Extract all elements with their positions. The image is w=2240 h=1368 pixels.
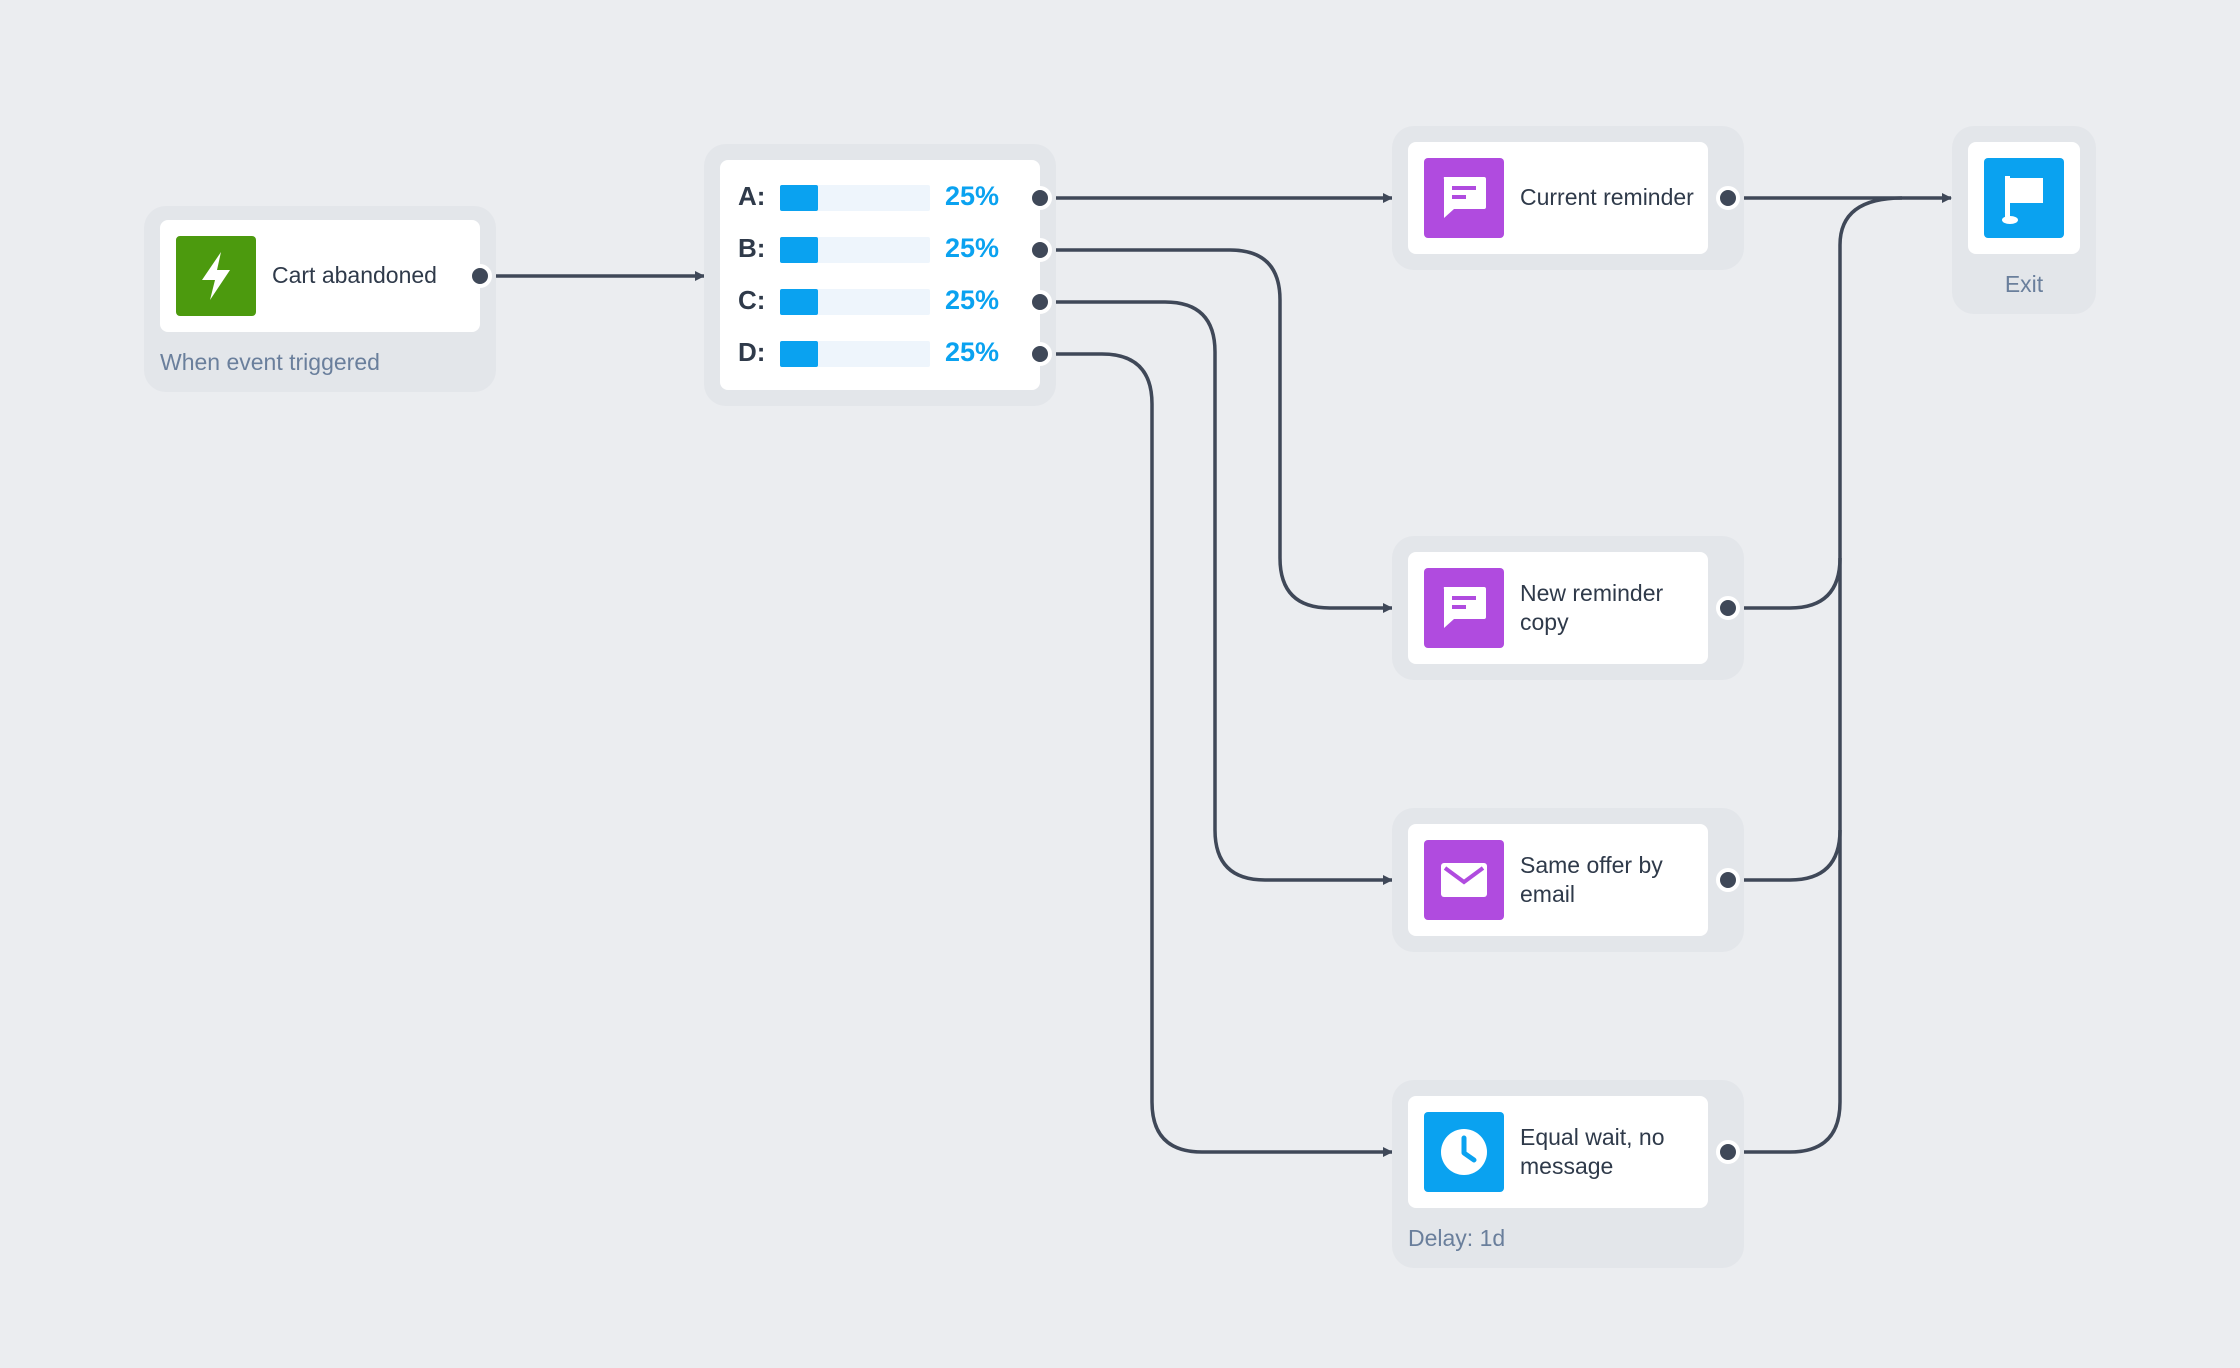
split-card[interactable]: A: 25% B: 25% C: 25% D: 25%: [720, 160, 1040, 390]
email-offer-node[interactable]: Same offer by email: [1392, 808, 1744, 952]
split-branch-percent: 25%: [945, 337, 1000, 367]
current-reminder-title: Current reminder: [1520, 184, 1694, 210]
wait-title-line1: Equal wait, no: [1520, 1124, 1665, 1150]
envelope-icon: [1424, 840, 1504, 920]
trigger-output-port[interactable]: [468, 264, 492, 288]
wire-email-merge: [1740, 829, 1842, 882]
trigger-title: Cart abandoned: [272, 262, 437, 288]
email-offer-card[interactable]: Same offer by email: [1408, 824, 1708, 936]
split-bar-track: [780, 185, 930, 211]
trigger-card[interactable]: Cart abandoned: [160, 220, 480, 332]
split-branch-percent: 25%: [945, 285, 1000, 315]
new-reminder-title-line1: New reminder: [1520, 580, 1664, 606]
wire-merge-trunk: [1740, 196, 1903, 1154]
email-offer-output-port[interactable]: [1716, 868, 1740, 892]
new-reminder-card[interactable]: New reminder copy: [1408, 552, 1708, 664]
split-bar-track: [780, 237, 930, 263]
wait-node[interactable]: Equal wait, no message Delay: 1d: [1392, 1080, 1744, 1268]
exit-node[interactable]: Exit: [1952, 126, 2096, 314]
split-bar-track: [780, 289, 930, 315]
split-branch-letter: D:: [738, 337, 766, 367]
split-branch-a[interactable]: A: 25%: [720, 175, 1040, 215]
split-bar-fill: [780, 289, 818, 315]
chat-message-icon: [1424, 568, 1504, 648]
split-output-port-a[interactable]: [1028, 186, 1052, 210]
flag-icon: [1984, 158, 2064, 238]
wire-b-to-new-reminder: [1040, 248, 1393, 613]
new-reminder-output-port[interactable]: [1716, 596, 1740, 620]
wait-output-port[interactable]: [1716, 1140, 1740, 1164]
current-reminder-node[interactable]: Current reminder: [1392, 126, 1744, 270]
email-offer-title-line1: Same offer by: [1520, 852, 1663, 878]
split-bar-track: [780, 341, 930, 367]
split-bar-fill: [780, 237, 818, 263]
split-output-port-b[interactable]: [1028, 238, 1052, 262]
wire-new-reminder-merge: [1740, 557, 1842, 610]
lightning-icon: [176, 236, 256, 316]
clock-icon: [1424, 1112, 1504, 1192]
wait-delay-label: Delay: 1d: [1408, 1225, 1506, 1251]
split-branch-d[interactable]: D: 25%: [720, 331, 1040, 371]
chat-message-icon: [1424, 158, 1504, 238]
trigger-node[interactable]: Cart abandoned When event triggered: [144, 206, 496, 392]
wait-card[interactable]: Equal wait, no message: [1408, 1096, 1708, 1208]
split-bar-fill: [780, 185, 818, 211]
split-node[interactable]: A: 25% B: 25% C: 25% D: 25%: [704, 144, 1056, 406]
split-branch-c[interactable]: C: 25%: [720, 279, 1040, 319]
email-offer-title-line2: email: [1520, 881, 1575, 907]
split-branch-letter: A:: [738, 181, 766, 211]
split-branch-percent: 25%: [945, 233, 1000, 263]
split-output-port-d[interactable]: [1028, 342, 1052, 366]
split-branch-letter: B:: [738, 233, 766, 263]
split-branch-percent: 25%: [945, 181, 1000, 211]
new-reminder-node[interactable]: New reminder copy: [1392, 536, 1744, 680]
exit-label: Exit: [2004, 271, 2044, 297]
wait-title-line2: message: [1520, 1153, 1614, 1179]
split-output-port-c[interactable]: [1028, 290, 1052, 314]
split-branch-letter: C:: [738, 285, 766, 315]
split-bar-fill: [780, 341, 818, 367]
exit-card[interactable]: [1968, 142, 2080, 254]
trigger-subtitle: When event triggered: [160, 349, 380, 375]
current-reminder-card[interactable]: Current reminder: [1408, 142, 1708, 254]
split-branch-b[interactable]: B: 25%: [720, 227, 1040, 267]
wire-c-to-email: [1040, 300, 1393, 885]
current-reminder-output-port[interactable]: [1716, 186, 1740, 210]
new-reminder-title-line2: copy: [1520, 609, 1569, 635]
wire-d-to-wait: [1040, 352, 1393, 1157]
